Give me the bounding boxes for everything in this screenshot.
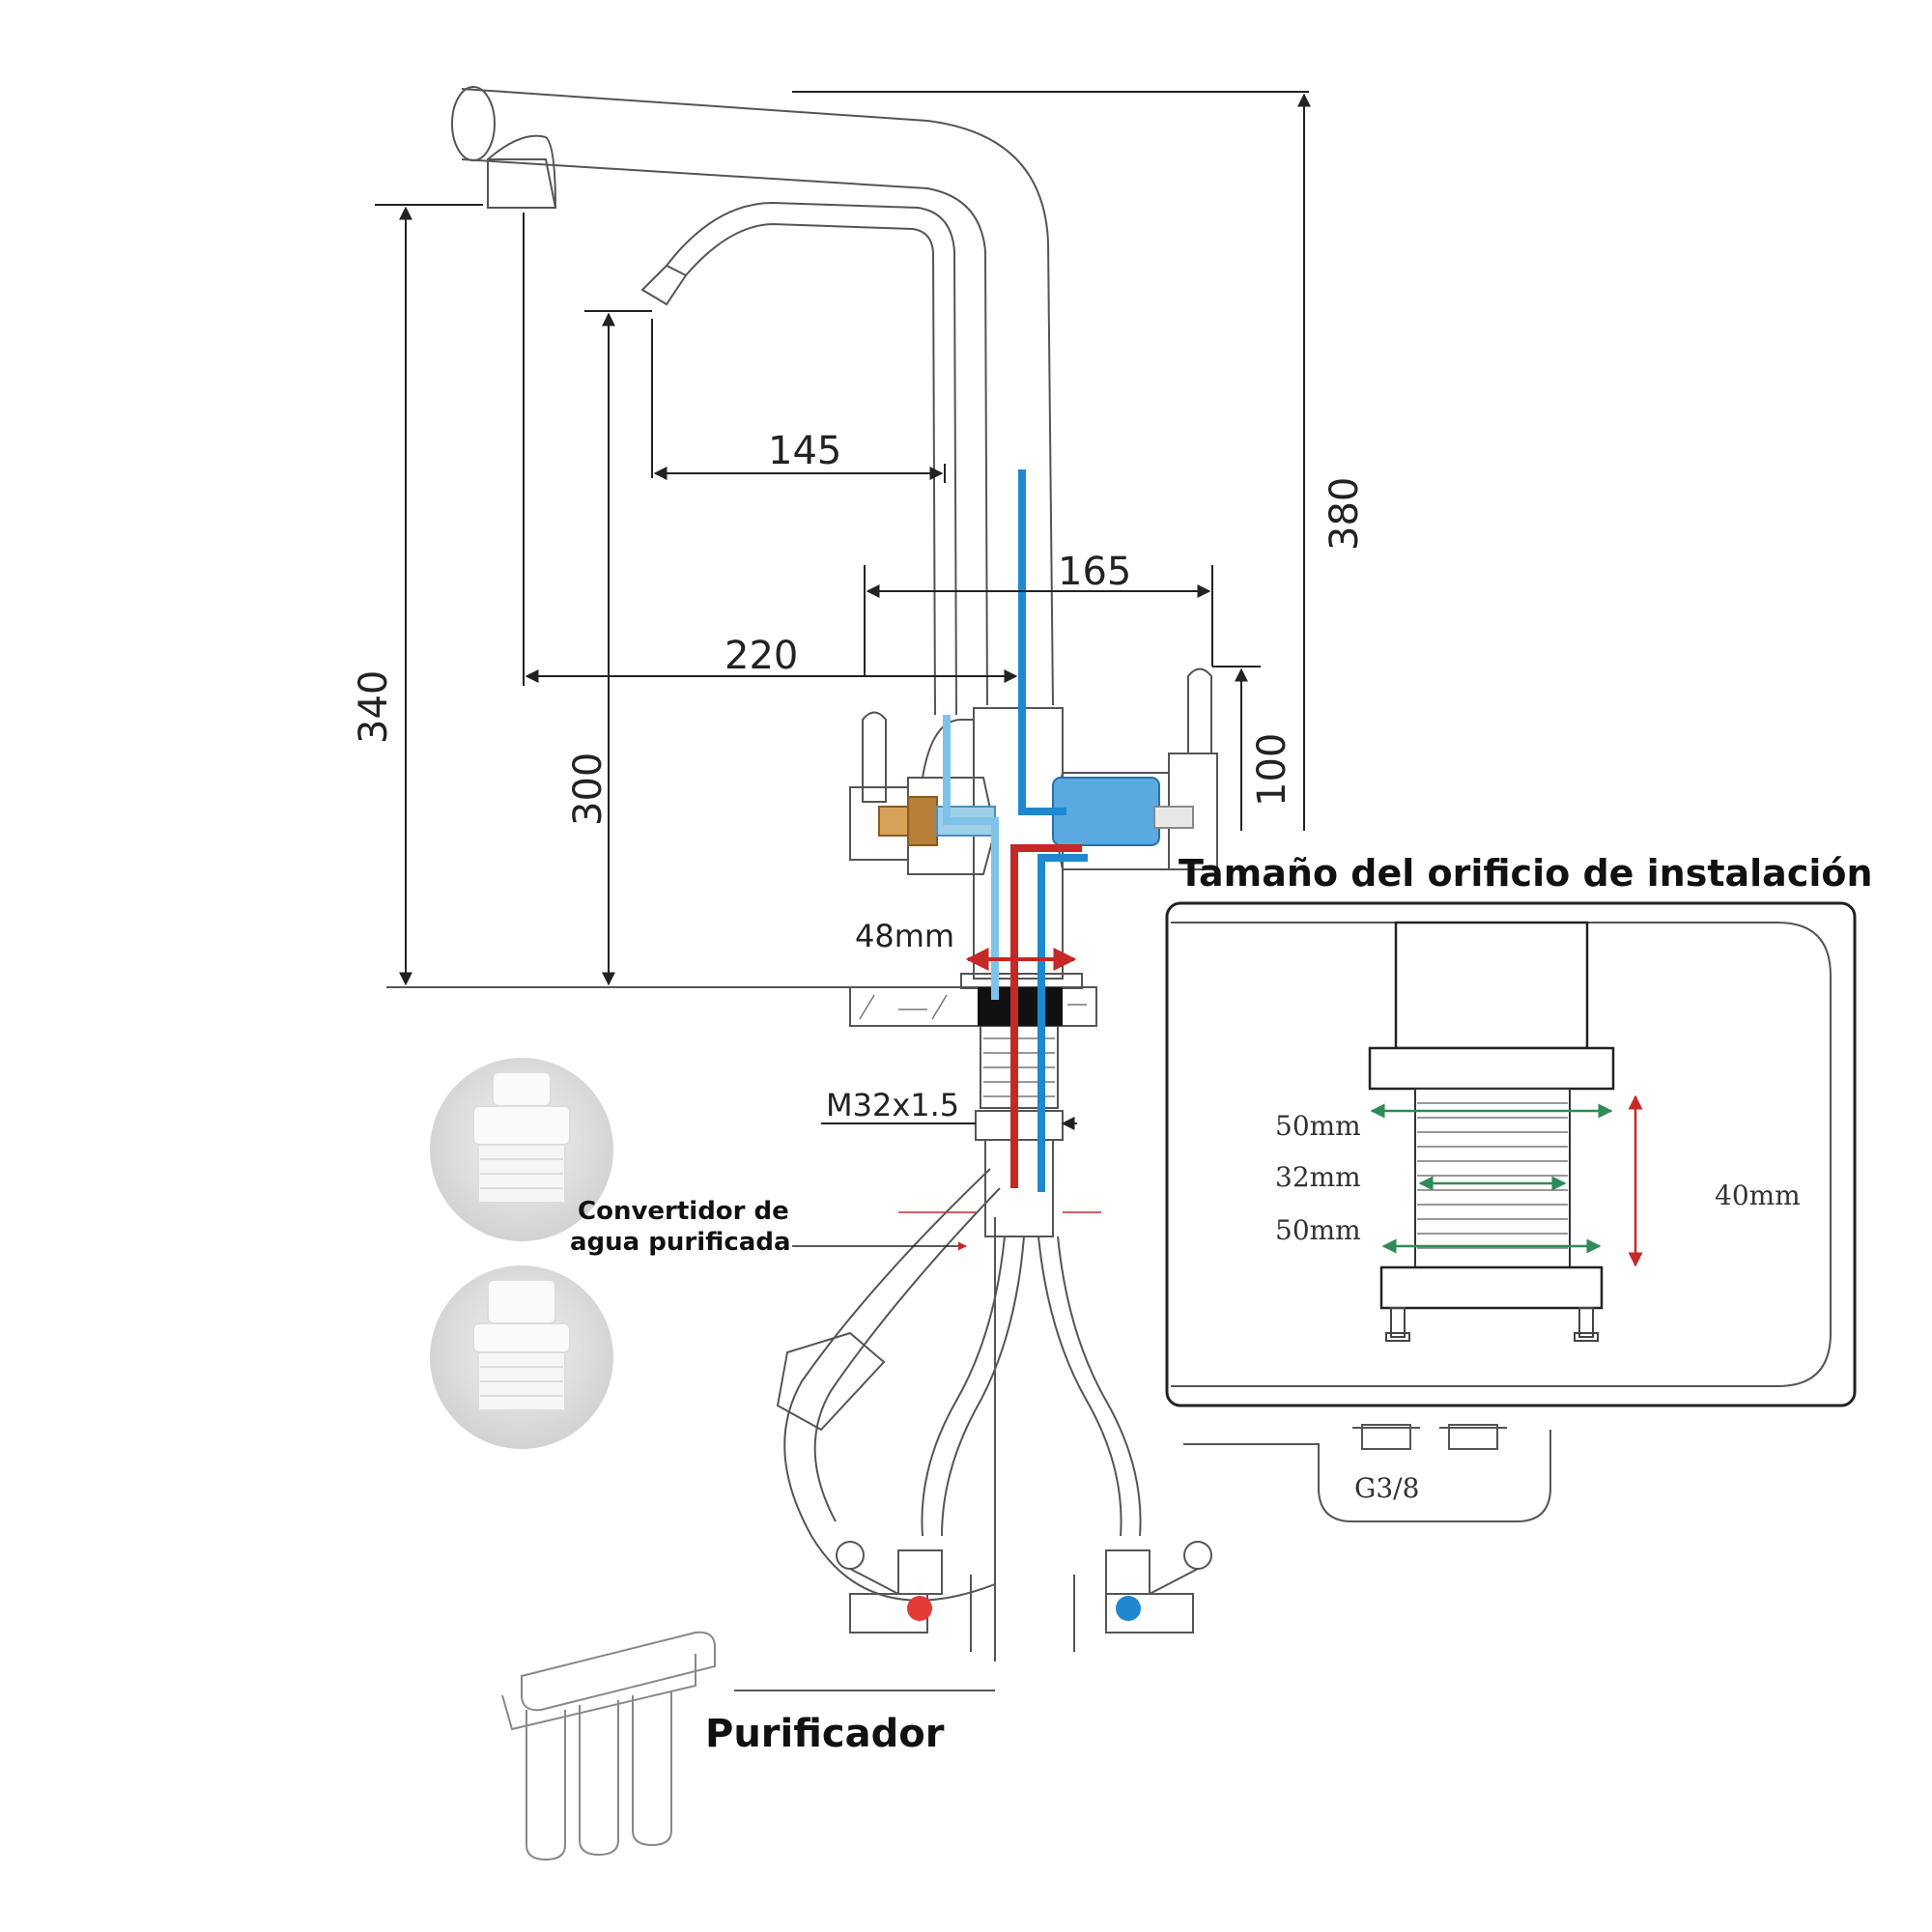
converter-label-line1: Convertidor de: [578, 1197, 789, 1226]
purifier-label: Purificador: [705, 1712, 945, 1756]
hole-width-middle: 32mm: [1275, 1161, 1361, 1193]
purified-water-line: [943, 715, 999, 1000]
hole-height: 40mm: [1715, 1179, 1801, 1211]
dim-100: 100: [1250, 733, 1294, 807]
hole-size-panel: [1165, 901, 1857, 1407]
dim-48mm: 48mm: [855, 918, 954, 954]
cold-valve-indicator: [1116, 1596, 1141, 1621]
dim-thread: M32x1.5: [826, 1087, 959, 1123]
hole-panel-title: Tamaño del orificio de instalación: [1179, 852, 1873, 895]
hot-valve-indicator: [907, 1596, 932, 1621]
dimension-lines: [375, 91, 1311, 1691]
hole-width-bottom: 50mm: [1275, 1214, 1361, 1246]
converter-label-line2: agua purificada: [570, 1228, 791, 1257]
dim-380: 380: [1322, 477, 1367, 551]
countertop-hatch: [859, 994, 1087, 1020]
mounting-gasket: [978, 987, 1063, 1026]
dim-220: 220: [724, 634, 798, 678]
dim-165: 165: [1058, 550, 1131, 594]
dim-340: 340: [352, 670, 396, 744]
dim-300: 300: [566, 753, 611, 826]
purifier-drawing: [501, 1631, 716, 1861]
dim-145: 145: [768, 429, 841, 473]
hole-width-top: 50mm: [1275, 1110, 1361, 1142]
dim-g38: G3/8: [1354, 1472, 1419, 1504]
converter-photo-bottom: [430, 1265, 613, 1449]
hot-water-line: [1010, 844, 1082, 1188]
ceramic-cartridge-right: [1052, 777, 1194, 846]
converter-photo-top: [430, 1058, 613, 1241]
